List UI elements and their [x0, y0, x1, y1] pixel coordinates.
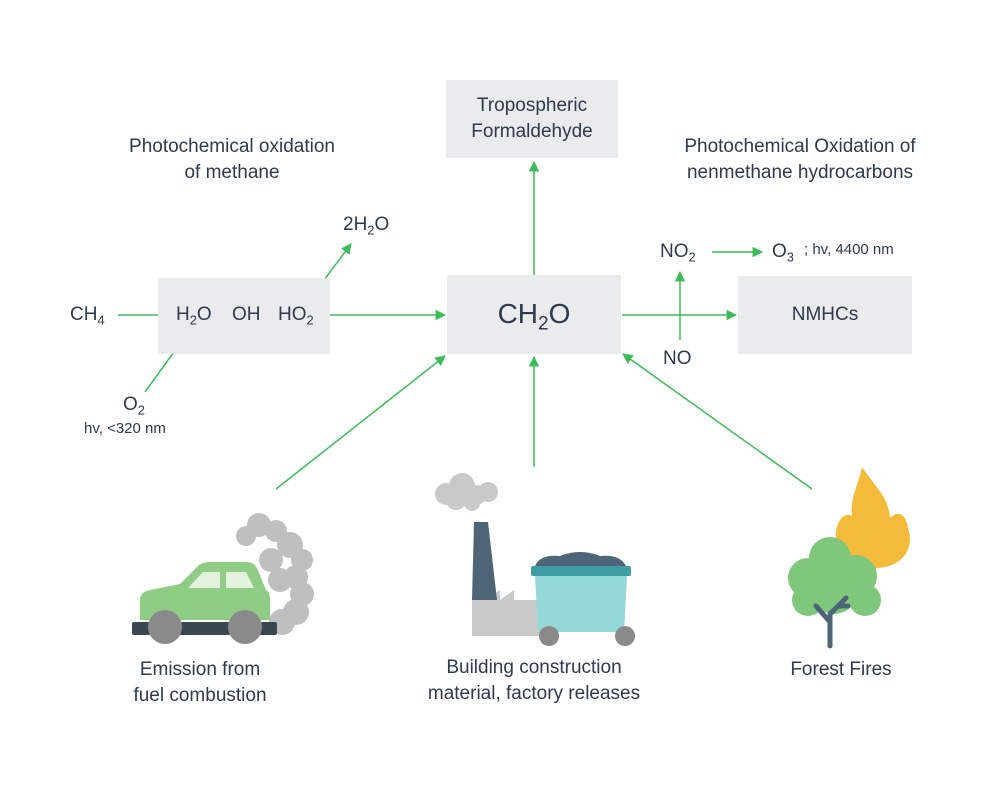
oh-label: OH: [232, 304, 261, 325]
car-icon: [132, 513, 314, 644]
nmhcs-label: NMHCs: [791, 304, 859, 325]
methane-box: [158, 278, 330, 354]
source-label-combustion: Emission from fuel combustion: [133, 659, 267, 706]
arrow-combustion-to-ch2o: [275, 355, 446, 490]
formaldehyde-box: [446, 80, 618, 158]
o3-label: O3: [772, 241, 794, 265]
o2-label: O2: [123, 394, 145, 418]
uv-condition-label: hv, <320 nm: [84, 420, 166, 437]
h2o-label: H2O: [176, 304, 212, 328]
nmhc-oxidation-heading: Photochemical Oxidation of nenmethane hy…: [684, 136, 916, 183]
ch4-label: CH4: [70, 304, 105, 328]
no-label: NO: [663, 348, 692, 369]
source-label-forest-fires: Forest Fires: [790, 659, 892, 680]
factory-icon: [435, 473, 635, 646]
water-output-label: 2H2O: [343, 214, 390, 238]
arrow-fire-to-ch2o: [622, 353, 813, 490]
ch2o-box: [447, 275, 621, 354]
forest-fire-icon: [788, 467, 910, 649]
o3-condition-label: ; hv, 4400 nm: [804, 241, 894, 258]
methane-oxidation-heading: Photochemical oxidation of methane: [129, 136, 335, 183]
ch2o-label: CH2O: [497, 298, 571, 335]
ho2-label: HO2: [278, 304, 314, 328]
source-label-factory: Building construction material, factory …: [427, 657, 641, 704]
formaldehyde-label: Tropospheric Formaldehyde: [471, 95, 593, 142]
nmhcs-box: [738, 276, 912, 354]
no2-label: NO2: [660, 241, 696, 265]
